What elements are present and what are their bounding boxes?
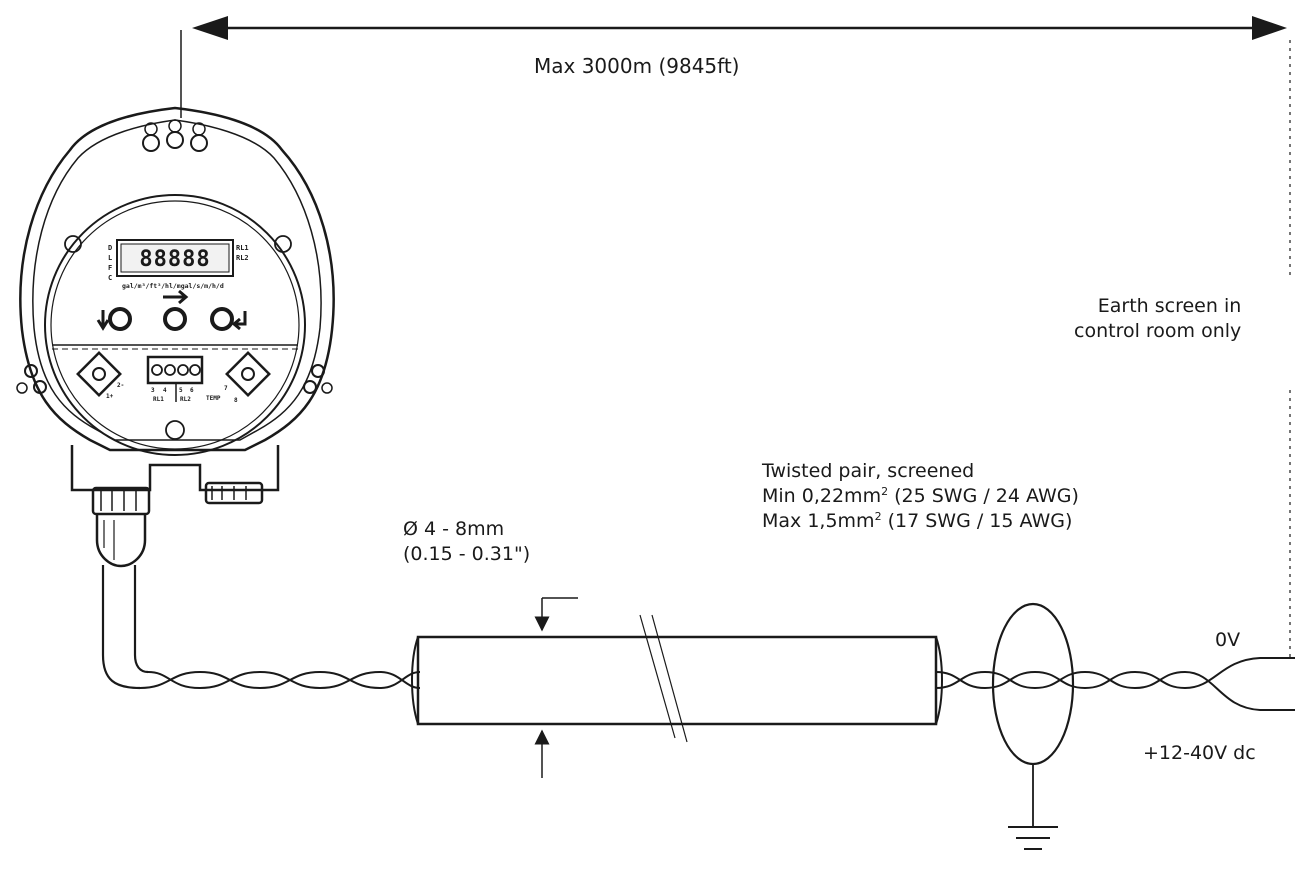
earth-note-line1: Earth screen in [1097, 295, 1242, 317]
svg-text:F: F [108, 264, 112, 272]
earth-note-line2: control room only [1074, 320, 1242, 342]
cable-spec: Twisted pair, screened Min 0,22mm2 (25 S… [762, 459, 1079, 534]
svg-text:6: 6 [190, 387, 194, 394]
svg-text:RL1: RL1 [236, 244, 249, 252]
cable-gland [91, 486, 151, 568]
svg-text:2-: 2- [117, 382, 124, 389]
device-cable [101, 565, 421, 690]
left-arrowhead [192, 16, 228, 40]
svg-text:88888: 88888 [139, 247, 210, 272]
earth-connection [991, 602, 1075, 850]
svg-text:RL1: RL1 [153, 396, 164, 403]
svg-text:8: 8 [234, 397, 238, 404]
svg-text:4: 4 [163, 387, 167, 394]
svg-text:5: 5 [179, 387, 183, 394]
display-left-letters: D L F C [108, 244, 112, 282]
max-distance-label: Max 3000m (9845ft) [534, 54, 740, 78]
transmitter-device: 88888 D L F C RL1 RL2 gal/m³/ft³/hl/mgal… [16, 106, 335, 505]
svg-text:D: D [108, 244, 112, 252]
svg-text:7: 7 [224, 385, 228, 392]
diameter-line1: Ø 4 - 8mm [403, 518, 505, 540]
cable-spec-line2: Min 0,22mm2 (25 SWG / 24 AWG) [762, 485, 1079, 507]
svg-text:RL2: RL2 [180, 396, 191, 403]
device-buttons [96, 289, 247, 331]
display-digits: 88888 [139, 247, 210, 272]
svg-text:1+: 1+ [106, 393, 114, 400]
right-arrowhead [1252, 16, 1287, 40]
cable-diameter-label: Ø 4 - 8mm (0.15 - 0.31") [403, 517, 530, 567]
display-right-labels: RL1 RL2 [236, 244, 249, 262]
distance-dimension [180, 16, 1291, 658]
zero-volt-label: 0V [1215, 629, 1241, 651]
units-row: gal/m³/ft³/hl/mgal/s/m/h/d [122, 282, 224, 290]
svg-text:3: 3 [151, 387, 155, 394]
svg-text:RL2: RL2 [236, 254, 249, 262]
cable-spec-line3: Max 1,5mm2 (17 SWG / 15 AWG) [762, 510, 1073, 532]
twisted-pair-right [935, 657, 1295, 711]
svg-text:L: L [108, 254, 112, 262]
diameter-line2: (0.15 - 0.31") [403, 543, 531, 565]
cable-spec-line1: Twisted pair, screened [762, 460, 975, 482]
supply-voltage-label: +12-40V dc [1143, 742, 1256, 764]
terminal-blocks: 2- 1+ 3 4 5 6 RL1 RL2 TEMP 7 8 [76, 351, 271, 404]
svg-text:C: C [108, 274, 112, 282]
earth-screen-note: Earth screen in control room only [1074, 294, 1241, 344]
screened-cable [411, 597, 943, 778]
svg-text:TEMP: TEMP [206, 395, 221, 402]
